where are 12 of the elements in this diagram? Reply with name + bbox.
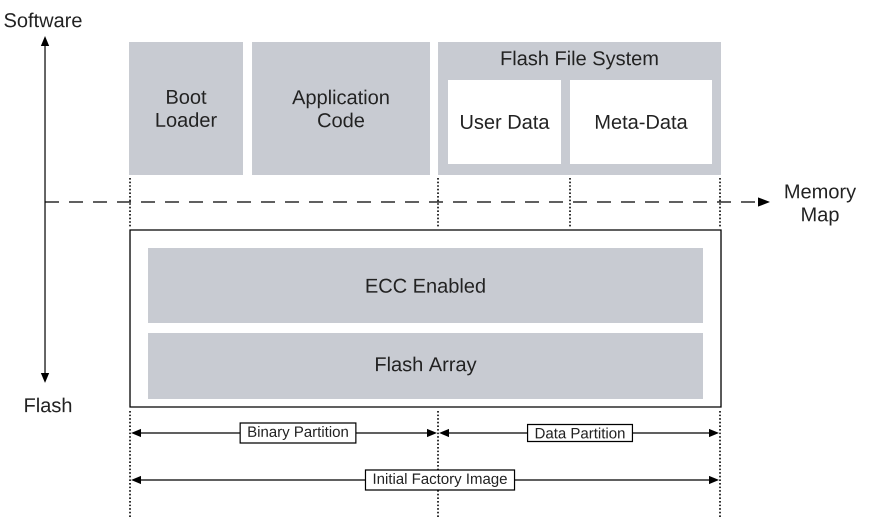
data-block: Meta-Data	[570, 80, 712, 164]
dimension-label: Data Partition	[526, 424, 634, 442]
axis-label: Memory Map	[786, 184, 856, 226]
memory-block: Application Code	[252, 42, 430, 175]
axis-label: Flash	[25, 398, 72, 412]
dimension-label: Initial Factory Image	[364, 469, 516, 491]
axis-label: Software	[4, 12, 82, 28]
memory-block: Boot Loader	[129, 42, 243, 175]
memory-block: ECC Enabled	[148, 248, 703, 323]
data-block: User Data	[448, 80, 561, 164]
memory-block: Flash Array	[148, 332, 703, 399]
dimension-label: Binary Partition	[240, 422, 356, 444]
